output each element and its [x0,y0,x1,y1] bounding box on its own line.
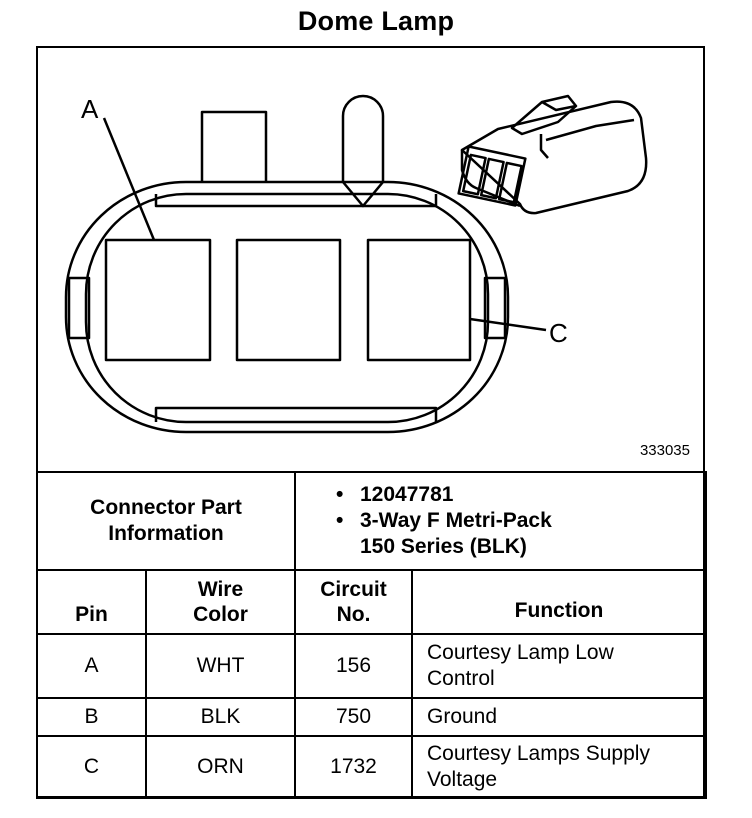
callout-a: A [81,94,99,124]
col-header-pin: Pin [36,569,147,635]
col-header-function: Function [411,569,707,635]
bullet-connector-type: •3-Way F Metri-Pack [336,509,552,532]
pin-cell: A [36,633,147,699]
left-latch [67,276,91,340]
page-title: Dome Lamp [297,6,455,36]
circuit-cell: 1732 [294,735,413,799]
wire-color-cell: WHT [145,633,296,699]
bullet-connector-series: 150 Series (BLK) [360,535,527,558]
col-header-circuit-no: Circuit No. [294,569,413,635]
pin-cell: C [36,735,147,799]
square-key [200,110,268,182]
cavity-b [235,238,342,362]
leader-c [469,317,547,332]
wire-color-cell: BLK [145,697,296,737]
connector-diagram: A C [64,94,648,434]
figure-number: 333035 [639,442,690,459]
connector-table: Connector Part Information •12047781 •3-… [36,471,707,799]
circuit-cell: 750 [294,697,413,737]
connector-info-row: Connector Part Information •12047781 •3-… [36,471,707,571]
bullet-part-number: •12047781 [336,483,454,506]
table-row: B BLK 750 Ground [36,697,707,737]
col-header-wire-color: Wire Color [145,569,296,635]
circuit-cell: 156 [294,633,413,699]
pointed-key [341,94,385,208]
table-header-row: Pin Wire Color Circuit No. Function [36,569,707,635]
leader-a [102,117,156,241]
cavity-a [104,238,212,362]
connector-inner-body [84,192,490,424]
cavity-c [366,238,472,362]
right-latch [483,276,507,340]
function-cell: Ground [411,697,707,737]
connector-outer-body [64,180,510,434]
callout-c: C [549,318,568,348]
connector-info-label: Connector Part Information [36,471,296,571]
connector-3d-icon [457,94,648,215]
connector-info-list: •12047781 •3-Way F Metri-Pack 150 Series… [294,471,707,571]
pin-cell: B [36,697,147,737]
wire-color-cell: ORN [145,735,296,799]
